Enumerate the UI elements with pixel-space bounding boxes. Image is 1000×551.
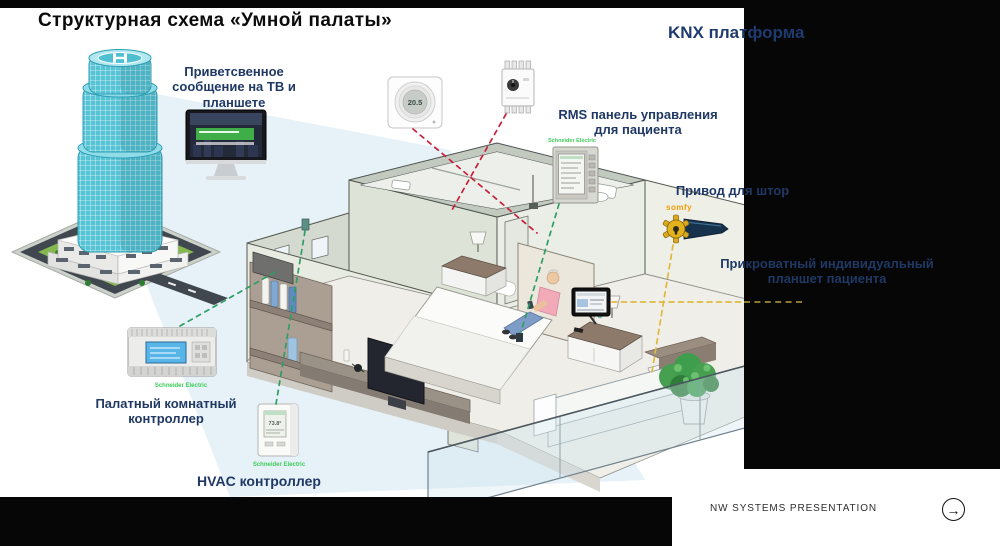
nightstand-left bbox=[441, 231, 507, 297]
wall-switch bbox=[516, 333, 523, 342]
top-black-bar bbox=[0, 0, 744, 8]
schneider-logo: Schneider Electric bbox=[253, 462, 306, 468]
curtain-motor-device: somfy bbox=[662, 203, 729, 244]
bottom-black-panel bbox=[0, 497, 672, 546]
connection-lines bbox=[179, 113, 745, 405]
hvac-reading: 73.8° bbox=[269, 421, 282, 427]
thermostat-reading: 20.5 bbox=[408, 98, 423, 107]
welcome-banner bbox=[196, 128, 254, 140]
schneider-logo: Schneider Electric bbox=[155, 383, 208, 389]
label-rms-panel: RMS панель управления для пациента bbox=[558, 107, 718, 138]
somfy-logo: somfy bbox=[666, 203, 692, 212]
thermostat-device: 20.5 bbox=[387, 76, 443, 129]
rms-panel-device: Schneider Electric bbox=[548, 138, 599, 204]
bedside-tablet-screen bbox=[571, 287, 611, 325]
wall-sensor bbox=[301, 218, 310, 231]
next-slide-arrow-icon[interactable]: → bbox=[942, 498, 965, 521]
label-curtain-drive: Привод для штор bbox=[675, 183, 790, 198]
green-dash-hvac bbox=[275, 230, 306, 405]
welcome-tv bbox=[185, 109, 267, 180]
label-ward-controller: Палатный комнатный контроллер bbox=[95, 396, 237, 427]
building-illustration bbox=[11, 49, 228, 305]
yellow-dash-curtain bbox=[651, 244, 674, 373]
right-black-panel bbox=[744, 0, 1000, 469]
yellow-dash-on-black bbox=[744, 301, 802, 303]
din-module bbox=[501, 60, 535, 114]
knx-platform-label: KNX платформа bbox=[668, 23, 805, 42]
label-hvac-controller: HVAC контроллер bbox=[197, 473, 321, 489]
green-dash-rms bbox=[520, 203, 560, 333]
label-bedside-tablet: Прикроватный индивидуальный планшет паци… bbox=[720, 256, 934, 287]
schneider-logo: Schneider Electric bbox=[548, 138, 596, 144]
plc-controller-device: Schneider Electric bbox=[127, 327, 217, 389]
hvac-controller-device: 73.8° Schneider Electric bbox=[253, 403, 306, 468]
presentation-footer: NW SYSTEMS PRESENTATION bbox=[710, 503, 878, 514]
red-dash-din bbox=[451, 113, 507, 211]
page-title: Структурная схема «Умной палаты» bbox=[38, 10, 393, 31]
red-dash-thermostat bbox=[412, 128, 538, 234]
green-dash-plc bbox=[179, 270, 278, 327]
label-welcome-message: Приветсвенное сообщение на ТВ и планшете bbox=[172, 64, 296, 110]
helipad-icon bbox=[97, 52, 143, 64]
